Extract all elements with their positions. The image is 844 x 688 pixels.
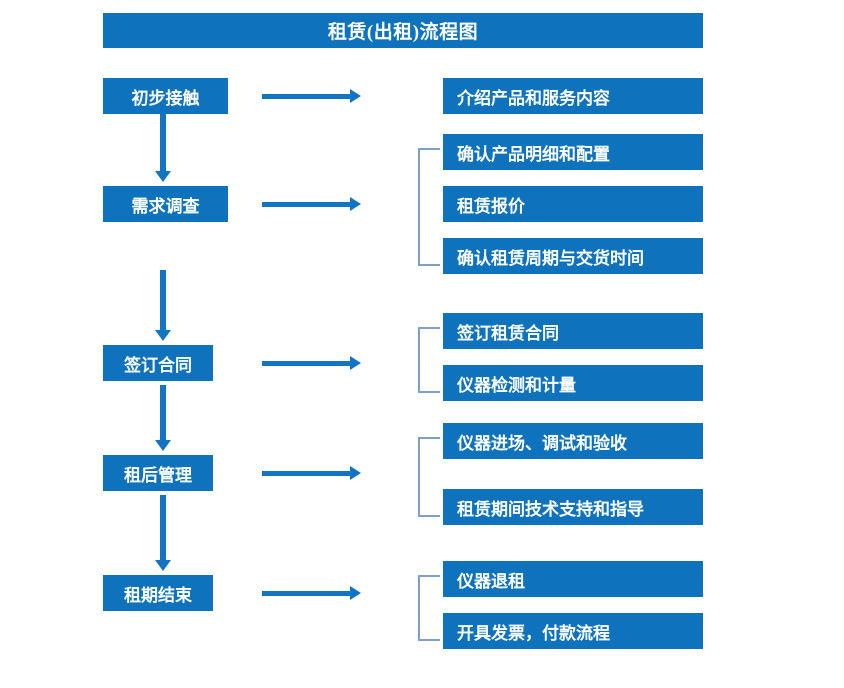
detail-box-4-1[interactable]: 仪器进场、调试和验收 <box>443 423 703 459</box>
connector-head <box>155 171 171 182</box>
arrow-shaft <box>262 202 350 207</box>
arrow-head <box>350 197 361 211</box>
horizontal-arrow-3 <box>262 356 361 370</box>
arrow-head <box>350 356 361 370</box>
group-bracket-2 <box>418 148 440 266</box>
vertical-connector-1 <box>155 114 171 182</box>
connector-head <box>155 560 171 571</box>
detail-box-2-3[interactable]: 确认租赁周期与交货时间 <box>443 238 703 274</box>
detail-box-5-2[interactable]: 开具发票，付款流程 <box>443 613 703 649</box>
connector-shaft <box>160 385 166 440</box>
arrow-head <box>350 89 361 103</box>
connector-head <box>155 330 171 341</box>
detail-box-3-2[interactable]: 仪器检测和计量 <box>443 365 703 401</box>
connector-shaft <box>160 495 166 560</box>
detail-box-5-1[interactable]: 仪器退租 <box>443 561 703 597</box>
horizontal-arrow-5 <box>262 586 361 600</box>
stage-box-1[interactable]: 初步接触 <box>103 78 228 114</box>
arrow-shaft <box>262 471 350 476</box>
arrow-head <box>350 466 361 480</box>
arrow-head <box>350 586 361 600</box>
arrow-shaft <box>262 591 350 596</box>
group-bracket-5 <box>418 575 440 641</box>
connector-shaft <box>160 114 166 171</box>
connector-head <box>155 440 171 451</box>
vertical-connector-2 <box>155 270 171 341</box>
detail-box-2-1[interactable]: 确认产品明细和配置 <box>443 134 703 170</box>
arrow-shaft <box>262 94 350 99</box>
detail-box-2-2[interactable]: 租赁报价 <box>443 186 703 222</box>
detail-box-3-1[interactable]: 签订租赁合同 <box>443 313 703 349</box>
stage-box-4[interactable]: 租后管理 <box>103 455 213 491</box>
detail-box-4-2[interactable]: 租赁期间技术支持和指导 <box>443 489 703 525</box>
group-bracket-3 <box>418 327 440 393</box>
vertical-connector-4 <box>155 495 171 571</box>
stage-box-3[interactable]: 签订合同 <box>103 345 213 381</box>
stage-box-5[interactable]: 租期结束 <box>103 575 213 611</box>
detail-box-1-1[interactable]: 介绍产品和服务内容 <box>443 78 703 114</box>
arrow-shaft <box>262 361 350 366</box>
vertical-connector-3 <box>155 385 171 451</box>
stage-box-2[interactable]: 需求调查 <box>103 186 228 222</box>
diagram-title: 租赁(出租)流程图 <box>103 13 703 48</box>
connector-shaft <box>160 270 166 330</box>
horizontal-arrow-1 <box>262 89 361 103</box>
horizontal-arrow-2 <box>262 197 361 211</box>
horizontal-arrow-4 <box>262 466 361 480</box>
group-bracket-4 <box>418 437 440 517</box>
